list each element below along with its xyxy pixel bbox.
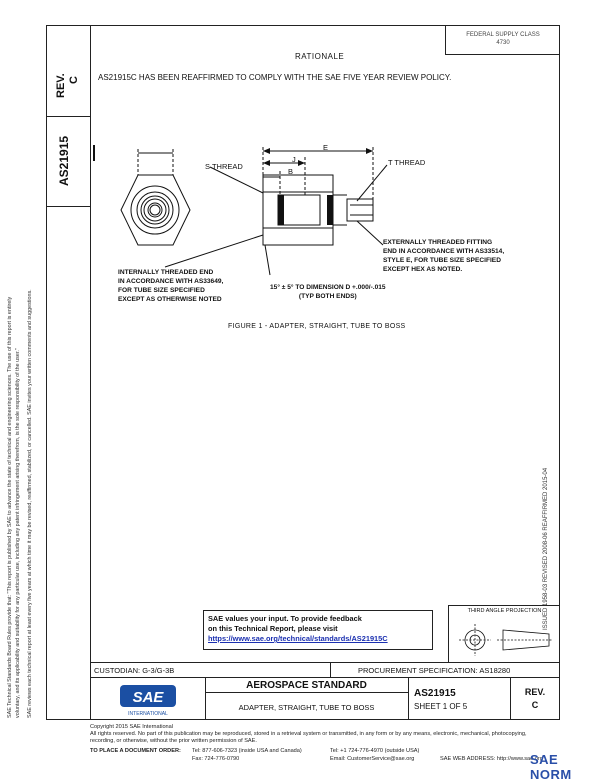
- left-column: REV. C AS21915: [46, 25, 91, 720]
- svg-text:SAE: SAE: [133, 689, 165, 706]
- rationale-title: RATIONALE: [295, 52, 345, 61]
- feedback-line-2: on this Technical Report, please visit: [208, 624, 338, 633]
- sae-logo: SAE INTERNATIONAL: [120, 685, 176, 717]
- margin-mark: [93, 145, 95, 161]
- svg-text:INTERNATIONAL: INTERNATIONAL: [128, 711, 168, 717]
- doc-number-vertical: AS21915: [57, 135, 71, 186]
- note-angle: 15° ± 5° TO DIMENSION D +.000/-.015 (TYP…: [270, 284, 386, 300]
- label-s-thread: S THREAD: [205, 162, 243, 171]
- left-notice-3: SAE reviews each technical report at lea…: [27, 289, 33, 718]
- footer: Copyright 2015 SAE International All rig…: [90, 724, 560, 745]
- doc-number: AS21915: [414, 688, 456, 699]
- federal-supply-class: FEDERAL SUPPLY CLASS 4730: [445, 25, 560, 55]
- fed-class-label: FEDERAL SUPPLY CLASS: [466, 32, 540, 38]
- aerospace-standard: AEROSPACE STANDARD: [246, 680, 367, 691]
- sheet-frame: [90, 25, 560, 720]
- rev-value-bottom: C: [531, 700, 539, 710]
- label-e: E: [323, 143, 329, 152]
- rev-value: C: [68, 76, 80, 84]
- fed-class-value: 4730: [496, 40, 510, 46]
- title-block: SAE INTERNATIONAL AEROSPACE STANDARD ADA…: [90, 677, 560, 720]
- rev-label-bottom: REV.: [524, 687, 546, 697]
- feedback-link[interactable]: https://www.sae.org/technical/standards/…: [208, 634, 388, 643]
- rights: All rights reserved. No part of this pub…: [90, 731, 527, 737]
- note-internal: INTERNALLY THREADED END IN ACCORDANCE WI…: [118, 269, 224, 303]
- sheet-number: SHEET 1 OF 5: [414, 702, 468, 711]
- tel-1: Tel: 877-606-7323 (inside USA and Canada…: [192, 748, 302, 754]
- rev-label: REV.: [55, 73, 67, 98]
- note-external: EXTERNALLY THREADED FITTING END IN ACCOR…: [383, 239, 505, 273]
- order-label: TO PLACE A DOCUMENT ORDER:: [90, 748, 181, 754]
- custodian: CUSTODIAN: G-3/G-3B: [94, 666, 175, 675]
- label-b: B: [288, 167, 294, 176]
- label-j: J: [292, 155, 296, 164]
- custodian-row: CUSTODIAN: G-3/G-3B PROCUREMENT SPECIFIC…: [90, 662, 560, 677]
- feedback-line-1: SAE values your input. To provide feedba…: [208, 614, 362, 623]
- copyright: Copyright 2015 SAE International: [90, 724, 174, 730]
- projection-symbol: [459, 624, 553, 656]
- projection-label: THIRD ANGLE PROJECTION: [467, 608, 542, 614]
- rights-2: recording, or otherwise, without the pri…: [90, 738, 257, 744]
- label-t-thread: T THREAD: [388, 158, 426, 167]
- left-notice-2: voluntary, and its applicability and sui…: [15, 348, 21, 718]
- item-name: ADAPTER, STRAIGHT, TUBE TO BOSS: [238, 703, 375, 712]
- adapter-drawing: [120, 147, 388, 276]
- watermark: SAE NORM: [530, 752, 572, 782]
- procurement-spec: PROCUREMENT SPECIFICATION: AS18280: [358, 666, 511, 675]
- feedback-box: SAE values your input. To provide feedba…: [203, 610, 433, 650]
- left-notice-1: SAE Technical Standards Board Rules prov…: [7, 296, 13, 718]
- rationale-text: AS21915C HAS BEEN REAFFIRMED TO COMPLY W…: [98, 73, 452, 82]
- figure-caption: FIGURE 1 - ADAPTER, STRAIGHT, TUBE TO BO…: [228, 323, 406, 330]
- tel-2: Tel: +1 724-776-4970 (outside USA): [330, 748, 420, 754]
- third-angle-projection: THIRD ANGLE PROJECTION: [448, 605, 560, 662]
- fax: Fax: 724-776-0790: [192, 756, 240, 762]
- web-address[interactable]: SAE WEB ADDRESS: http://www.sae.org: [440, 756, 543, 762]
- email: Email: CustomerService@sae.org: [330, 756, 415, 762]
